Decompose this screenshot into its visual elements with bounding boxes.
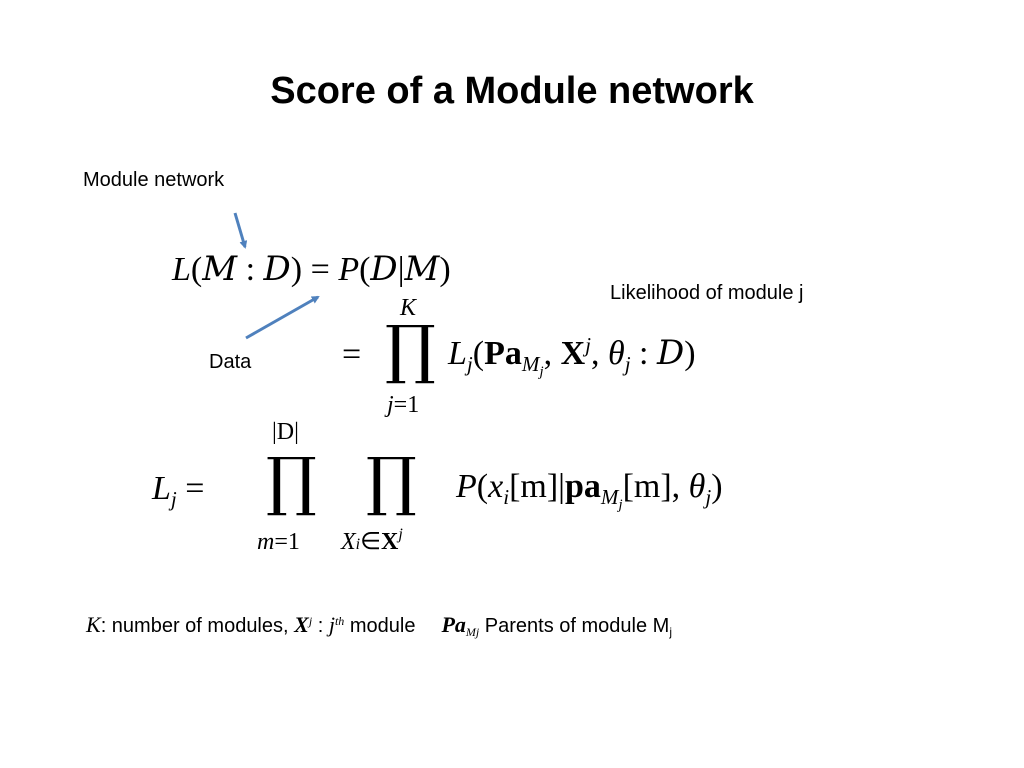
- eq3-equals: =: [176, 470, 205, 507]
- eq3-product2-symbol: ∏: [366, 445, 417, 519]
- equation-score-definition: L(M : D) = P(D|M): [172, 252, 451, 287]
- module-network-label: Module network: [83, 169, 225, 191]
- eq2-module-likelihood: Lj(PaMj, Xj, θj : D): [448, 333, 696, 379]
- footer-K: K: [86, 612, 101, 637]
- eq2-Pa-sub-j: j: [539, 363, 544, 380]
- eq2-theta: θ: [607, 335, 625, 372]
- eq3-comma: ,: [671, 468, 689, 505]
- eq3-lower2-in: ∈: [360, 529, 382, 555]
- eq3-lower1-eq1: =1: [274, 529, 300, 555]
- footer-text: Parents of module M: [479, 615, 670, 637]
- eq2-product-lower-limit: j=1: [387, 393, 419, 417]
- eq2-paren: ): [684, 335, 696, 372]
- eq3-paren: (: [476, 468, 489, 505]
- eq2-Pa-sub: Mj: [521, 352, 544, 379]
- eq1-data-symbol: D: [370, 249, 398, 289]
- eq1-colon: :: [237, 251, 264, 288]
- eq2-upper-K: K: [400, 295, 417, 321]
- eq3-P: P: [456, 468, 477, 505]
- eq1-paren: (: [359, 251, 371, 288]
- eq3-x-sub: i: [503, 485, 510, 510]
- eq1-bar: |: [397, 251, 405, 288]
- eq2-lower-j: j: [387, 392, 394, 418]
- eq3-pa: pa: [564, 468, 601, 505]
- eq2-L: L: [448, 335, 467, 372]
- eq1-module-symbol: M: [404, 249, 440, 289]
- footer-X: X: [294, 612, 309, 637]
- eq3-theta: θ: [688, 468, 706, 505]
- eq3-L-sub: j: [170, 487, 177, 512]
- eq2-product-upper-limit: K: [400, 296, 416, 320]
- eq3-paren: ): [711, 468, 723, 505]
- eq2-comma: ,: [590, 335, 608, 372]
- eq2-L-sub: j: [466, 352, 473, 377]
- eq3-lower2-X: X: [341, 529, 356, 555]
- eq3-pa-sub: Mj: [600, 485, 623, 512]
- likelihood-label: Likelihood of module j: [610, 282, 804, 304]
- eq3-m-index: [m]: [622, 468, 672, 505]
- data-arrow: [245, 295, 320, 340]
- eq1-paren: (: [190, 251, 203, 288]
- eq3-product2-lower-limit: Xi∈Xj: [341, 527, 403, 555]
- eq3-L: L: [152, 470, 171, 507]
- eq2-Pa: Pa: [484, 335, 522, 372]
- data-label: Data: [209, 351, 252, 373]
- footer-colon: :: [312, 615, 329, 637]
- footer-j: j: [328, 612, 335, 637]
- eq3-lower2-bX: X: [381, 529, 399, 555]
- eq3-product1-symbol: ∏: [266, 445, 317, 519]
- eq2-colon: :: [630, 335, 657, 372]
- footer-X-sup: j: [308, 613, 313, 628]
- footer-Pa: Pa: [441, 612, 466, 637]
- eq2-product-symbol: ∏: [385, 313, 436, 387]
- eq3-product1-upper-limit: |D|: [272, 419, 299, 445]
- footer-th: th: [334, 613, 345, 628]
- eq1-data-symbol: D: [263, 249, 291, 289]
- footer-text: : number of modules,: [100, 615, 295, 637]
- eq2-X: X: [560, 335, 586, 372]
- eq3-lower1-m: m: [257, 529, 275, 555]
- eq3-lower2-j: j: [398, 526, 403, 543]
- module-network-arrow: [233, 212, 248, 249]
- eq2-data-symbol: D: [657, 333, 685, 373]
- eq3-lhs: Lj =: [152, 470, 205, 510]
- eq3-lower2-i: i: [355, 536, 361, 553]
- eq1-P: P: [338, 251, 360, 288]
- eq1-equals: =: [302, 251, 339, 288]
- eq1-L: L: [172, 251, 191, 288]
- eq3-theta-sub: j: [705, 485, 712, 510]
- eq2-X-sup: j: [585, 333, 591, 358]
- eq1-paren: ): [290, 251, 303, 288]
- eq1-module-symbol: M: [202, 249, 238, 289]
- eq3-m-index: [m]: [509, 468, 559, 505]
- eq2-theta-sub: j: [624, 352, 631, 377]
- eq3-x: x: [488, 468, 504, 505]
- eq3-pa-sub-j: j: [618, 496, 623, 513]
- eq3-bar: |: [558, 468, 565, 505]
- footer-Mj-sub: j: [669, 625, 673, 640]
- footer-text: module: [344, 615, 416, 637]
- eq2-paren: (: [472, 335, 485, 372]
- slide-title: Score of a Module network: [270, 70, 754, 112]
- eq3-product1-lower-limit: m=1: [257, 530, 300, 554]
- eq3-pa-sub-M: M: [600, 485, 619, 510]
- eq2-comma: ,: [543, 335, 561, 372]
- eq2-lower-eq1: =1: [393, 392, 420, 418]
- eq1-paren: ): [439, 251, 451, 288]
- eq3-conditional-probability: P(xi[m]|paMj[m], θj): [456, 468, 723, 513]
- eq2-Pa-sub-M: M: [521, 352, 540, 377]
- eq2-equals: =: [342, 336, 362, 373]
- footer-Pa-sub: Mj: [465, 625, 480, 640]
